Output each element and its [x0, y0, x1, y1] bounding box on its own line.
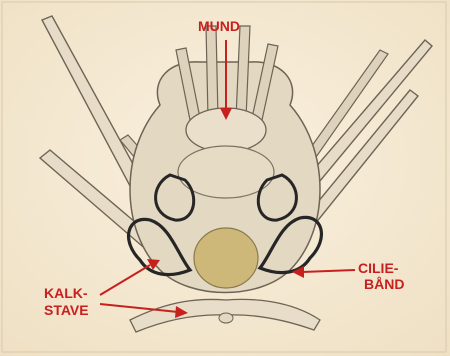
label-kalk-line1: KALK- [44, 285, 88, 301]
label-cilie-line2: BÅND [364, 276, 404, 292]
label-mund: MUND [198, 18, 240, 34]
anus [219, 313, 233, 323]
oral-arm-2 [206, 26, 218, 118]
label-kalk-line2: STAVE [44, 302, 89, 318]
label-cilie-line1: CILIE- [358, 260, 398, 276]
stomach [194, 228, 258, 288]
